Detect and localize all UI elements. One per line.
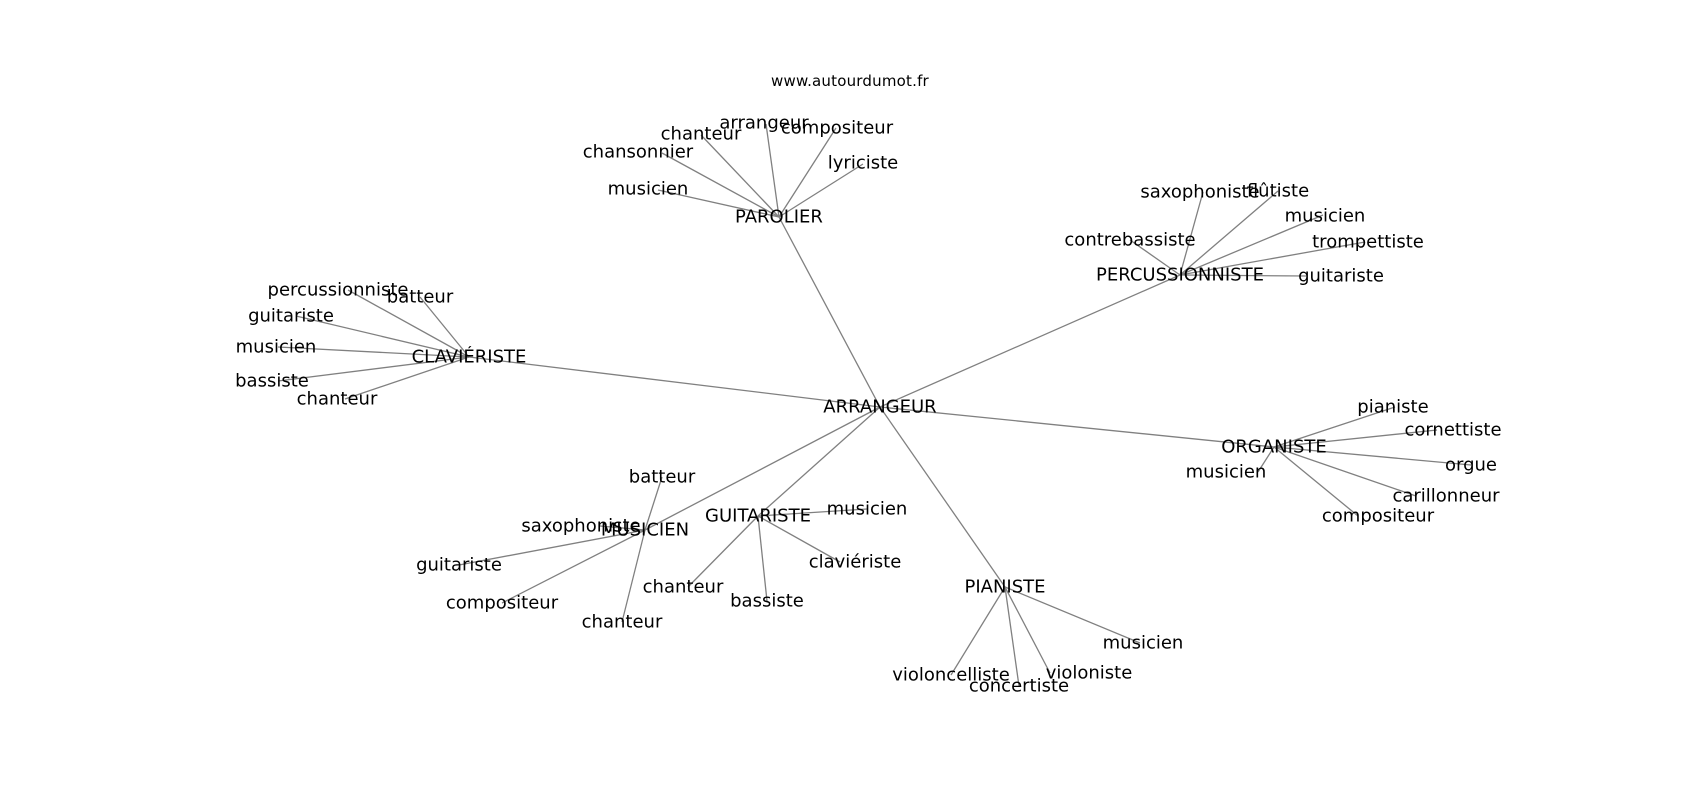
leaf-node-label: musicien [1285, 206, 1366, 227]
leaf-node-label: musicien [1186, 462, 1267, 483]
edge-parolier-leaf [778, 127, 837, 218]
edge-clavieriste-leaf [277, 346, 470, 358]
leaf-node-label: musicien [1103, 633, 1184, 654]
edge-musicien-leaf [621, 529, 646, 623]
edge-organiste-leaf [1273, 446, 1417, 497]
leaf-node-label: guitariste [248, 306, 334, 327]
leaf-node-label: musicien [827, 499, 908, 520]
leaf-node-label: pianiste [1357, 397, 1428, 418]
edge-clavieriste-leaf [344, 356, 470, 400]
leaf-node-label: concertiste [969, 676, 1069, 697]
hub-node-label: ORGANISTE [1221, 437, 1327, 458]
edge-center-percussionniste [879, 274, 1181, 408]
edge-percussionniste-leaf [1179, 241, 1366, 276]
leaf-node-label: musicien [236, 337, 317, 358]
leaf-node-label: orgue [1445, 455, 1497, 476]
leaf-node-label: compositeur [446, 593, 559, 614]
edge-pianiste-leaf [1004, 586, 1051, 674]
leaf-node-label: violoniste [1046, 663, 1133, 684]
edge-organiste-leaf [1273, 406, 1396, 448]
edge-parolier-leaf [765, 123, 780, 218]
edge-parolier-leaf [700, 134, 780, 218]
edge-clavieriste-leaf [277, 356, 470, 382]
hub-node-label: MUSICIEN [601, 520, 689, 541]
leaf-node-label: guitariste [1298, 266, 1384, 287]
edge-clavieriste-leaf [419, 296, 470, 358]
leaf-node-label: chanteur [582, 612, 663, 633]
edge-center-organiste [879, 406, 1275, 448]
leaf-node-label: compositeur [1322, 506, 1435, 527]
edge-center-clavieriste [468, 356, 881, 408]
leaf-node-label: chanteur [643, 577, 724, 598]
leaf-node-label: bassiste [235, 371, 309, 392]
leaf-node-label: guitariste [416, 555, 502, 576]
edge-pianiste-leaf [1004, 586, 1020, 687]
hub-node-label: CLAVIÉRISTE [412, 346, 527, 368]
edge-percussionniste-leaf [1179, 190, 1279, 276]
edge-musicien-leaf [599, 525, 646, 531]
leaf-node-label: carillonneur [1392, 486, 1500, 507]
edge-center-guitariste [757, 406, 881, 517]
edge-pianiste-leaf [1004, 586, 1141, 644]
edge-organiste-leaf [1273, 446, 1359, 517]
hub-node-label: GUITARISTE [705, 506, 811, 527]
edge-clavieriste-leaf [347, 289, 470, 358]
leaf-node-label: compositeur [781, 118, 894, 139]
edge-musicien-leaf [501, 529, 646, 604]
leaf-node-label: cornettiste [1404, 420, 1501, 441]
leaf-node-label: chanteur [661, 124, 742, 145]
center-node-label: ARRANGEUR [823, 397, 936, 418]
leaf-node-label: chanteur [297, 389, 378, 410]
leaf-node-label: flûtiste [1247, 181, 1309, 202]
edge-center-pianiste [879, 406, 1006, 588]
edge-parolier-leaf [778, 163, 864, 218]
watermark: www.autourdumot.fr [771, 72, 929, 90]
hub-node-label: PIANISTE [964, 577, 1045, 598]
leaf-node-label: musicien [608, 179, 689, 200]
edge-clavieriste-leaf [295, 315, 470, 358]
edge-center-parolier [778, 216, 881, 408]
edge-guitariste-leaf [757, 508, 868, 517]
edge-guitariste-leaf [757, 515, 841, 563]
edge-percussionniste-leaf [1129, 239, 1181, 276]
edge-percussionniste-leaf [1179, 214, 1324, 276]
edge-parolier-leaf [661, 152, 780, 218]
leaf-node-label: batteur [629, 467, 696, 488]
edge-percussionniste-leaf [1179, 274, 1307, 277]
leaf-node-label: percussionniste [268, 280, 409, 301]
leaf-node-label: claviériste [809, 552, 902, 573]
edge-musicien-leaf [458, 529, 646, 566]
hub-node-label: PAROLIER [735, 207, 823, 228]
edge-organiste-leaf [1273, 446, 1472, 466]
edge-percussionniste-leaf [1179, 191, 1204, 276]
leaf-node-label: lyriciste [828, 153, 898, 174]
edges [277, 123, 1472, 687]
edge-organiste-leaf [1273, 429, 1438, 448]
leaf-node-label: saxophoniste [521, 516, 640, 537]
leaf-node-label: arrangeur [719, 113, 809, 134]
leaf-node-label: saxophoniste [1140, 182, 1259, 203]
edge-pianiste-leaf [950, 586, 1006, 676]
leaf-node-label: violoncelliste [892, 665, 1010, 686]
leaf-node-label: contrebassiste [1064, 230, 1195, 251]
edge-organiste-leaf [1257, 446, 1275, 473]
leaf-node-label: bassiste [730, 591, 804, 612]
leaf-node-label: batteur [387, 287, 454, 308]
edge-musicien-leaf [644, 476, 663, 531]
edge-guitariste-leaf [687, 515, 759, 588]
edge-center-musicien [644, 406, 881, 531]
leaf-node-label: chansonnier [583, 142, 694, 163]
leaf-node-label: trompettiste [1312, 232, 1424, 253]
hub-node-label: PERCUSSIONNISTE [1096, 265, 1264, 286]
edge-parolier-leaf [657, 189, 780, 218]
edge-guitariste-leaf [757, 515, 768, 602]
